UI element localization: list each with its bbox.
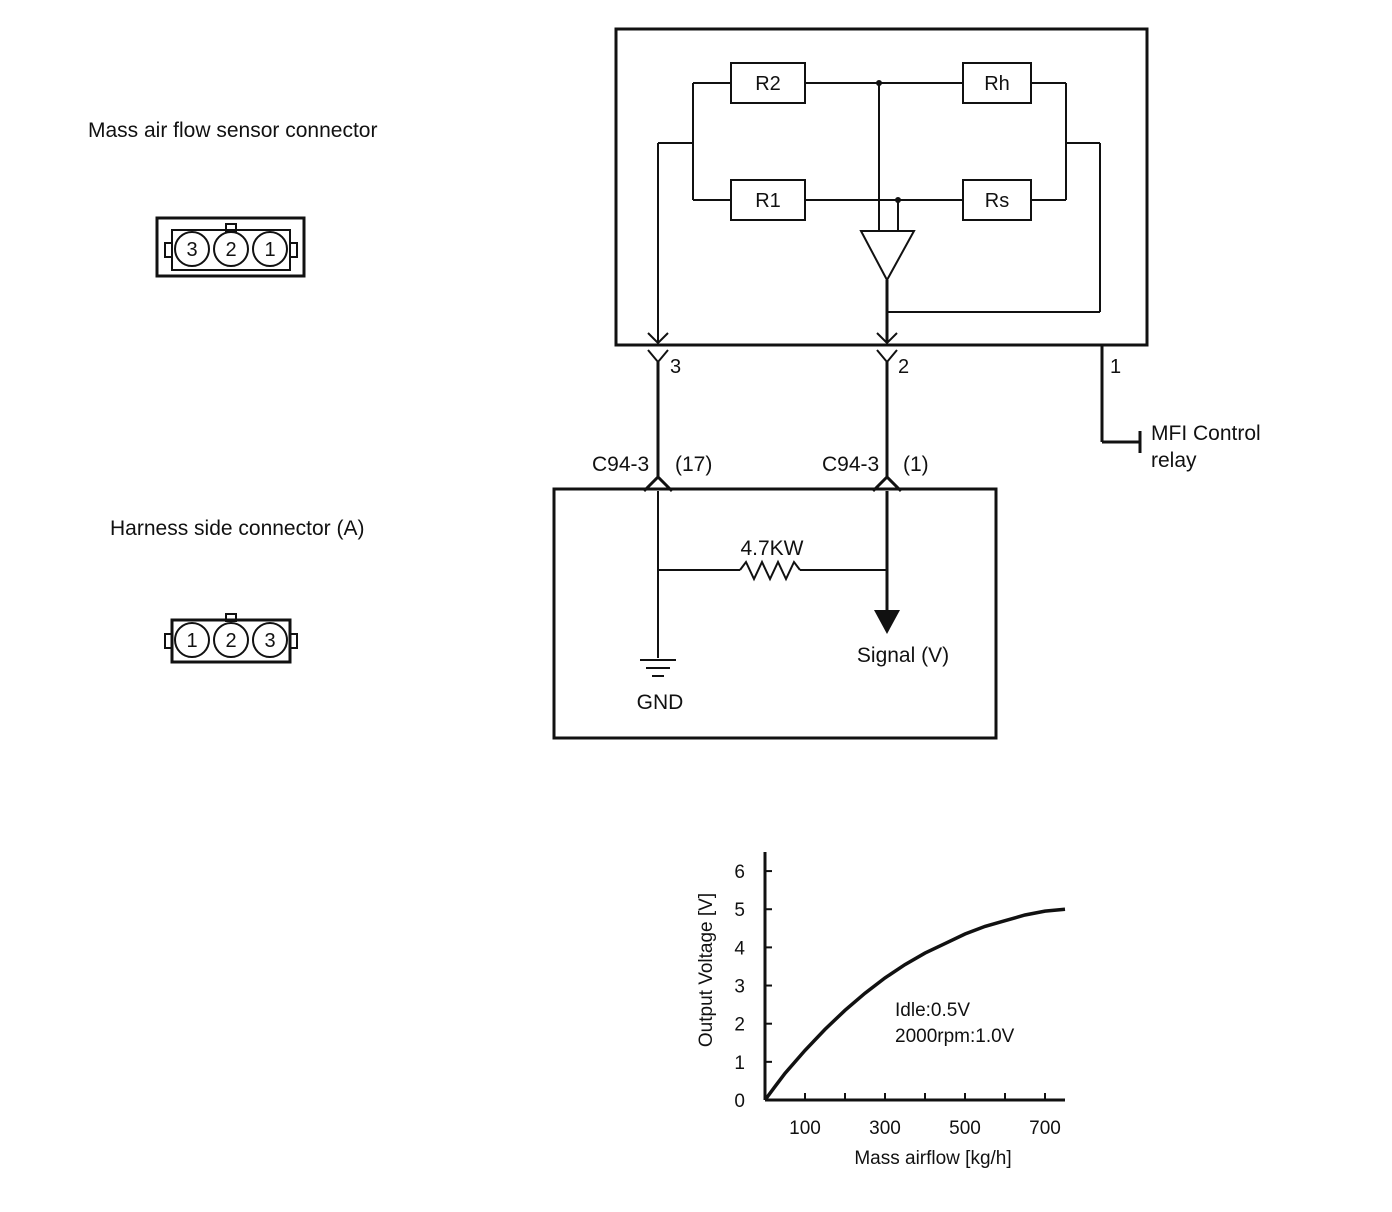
sensor-circuit-box bbox=[614, 27, 1149, 347]
ecu-pin-label: (17) bbox=[675, 453, 712, 476]
sensor-connector-pin: 2 bbox=[225, 239, 236, 261]
sensor-connector-pin: 3 bbox=[186, 239, 197, 261]
y-tick-label: 5 bbox=[734, 900, 745, 921]
x-tick-label: 300 bbox=[869, 1118, 901, 1139]
harness-connector-title: Harness side connector (A) bbox=[110, 517, 364, 540]
y-tick-label: 6 bbox=[734, 862, 745, 883]
x-tick-label: 700 bbox=[1029, 1118, 1061, 1139]
voltage-curve bbox=[763, 907, 1066, 1102]
ground-label: GND bbox=[637, 691, 684, 714]
y-tick-label: 1 bbox=[734, 1053, 745, 1074]
pullup-resistor-label: 4.7KW bbox=[740, 537, 803, 560]
y-axis-label: Output Voltage [V] bbox=[696, 893, 717, 1047]
y-tick-label: 3 bbox=[734, 977, 745, 998]
resistor-label: Rs bbox=[985, 190, 1009, 212]
sensor-connector-icon bbox=[155, 216, 306, 278]
chart-annotation: Idle:0.5V bbox=[895, 1000, 970, 1021]
relay-label: MFI Control bbox=[1151, 422, 1261, 445]
sensor-connector-pin: 1 bbox=[264, 239, 275, 261]
sensor-pin-label: 3 bbox=[670, 356, 681, 378]
y-tick-label: 2 bbox=[734, 1015, 745, 1036]
resistor-label: R2 bbox=[755, 73, 781, 95]
signal-label: Signal (V) bbox=[857, 644, 949, 667]
sensor-pin-label: 1 bbox=[1110, 356, 1121, 378]
resistor-label: Rh bbox=[984, 73, 1010, 95]
harness-connector-icon bbox=[164, 613, 298, 664]
y-tick-label: 0 bbox=[734, 1091, 745, 1112]
harness-connector-pin: 2 bbox=[225, 630, 236, 652]
harness-connector-pin: 3 bbox=[264, 630, 275, 652]
ecu-pin-label: (1) bbox=[903, 453, 929, 476]
resistor-label: R1 bbox=[755, 190, 781, 212]
signal-wires bbox=[647, 345, 1142, 478]
sensor-pin-label: 2 bbox=[898, 356, 909, 378]
ecu-connector-label: C94-3 bbox=[592, 453, 649, 476]
ecu-connector-label: C94-3 bbox=[822, 453, 879, 476]
chart-annotation: 2000rpm:1.0V bbox=[895, 1026, 1015, 1047]
sensor-connector-title: Mass air flow sensor connector bbox=[88, 119, 377, 142]
y-tick-label: 4 bbox=[734, 938, 745, 959]
x-tick-label: 500 bbox=[949, 1118, 981, 1139]
ecu-circuit-box bbox=[552, 474, 998, 740]
relay-label: relay bbox=[1151, 449, 1197, 472]
harness-connector-pin: 1 bbox=[186, 630, 197, 652]
x-axis-label: Mass airflow [kg/h] bbox=[854, 1148, 1011, 1169]
x-tick-label: 100 bbox=[789, 1118, 821, 1139]
